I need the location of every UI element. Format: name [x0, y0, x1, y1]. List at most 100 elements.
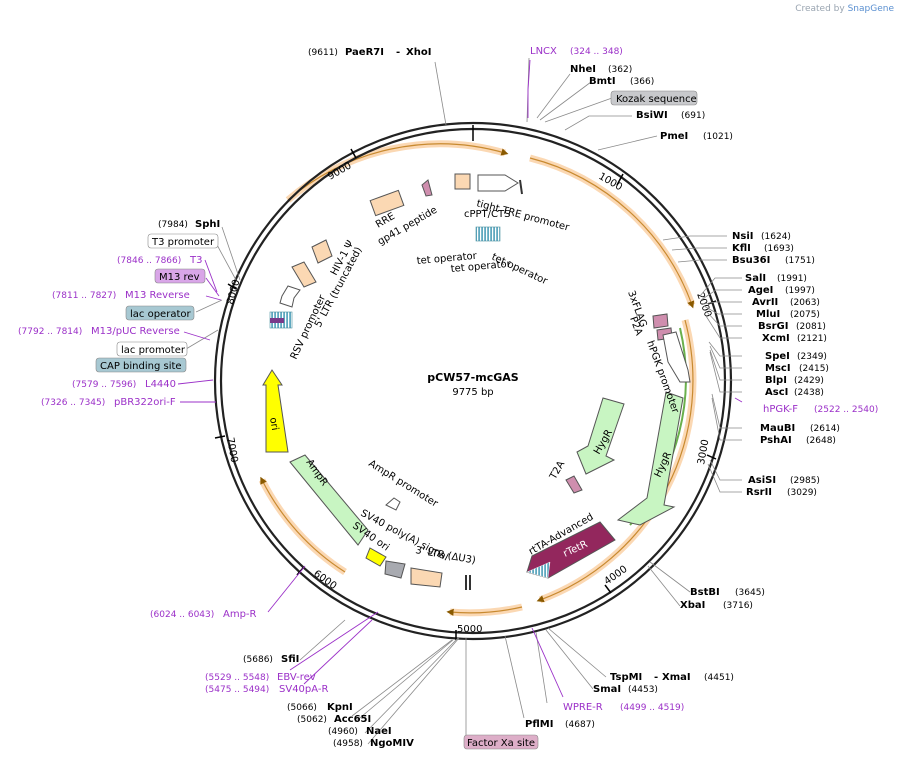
svg-text:(2349): (2349) [797, 352, 827, 362]
cppt-shape [454, 173, 471, 190]
tet-operator-shape [475, 226, 501, 242]
svg-text:hPGK-F: hPGK-F [763, 404, 798, 415]
svg-text:MluI: MluI [756, 309, 780, 320]
svg-text:TspMI: TspMI [610, 672, 642, 683]
svg-text:KflI: KflI [732, 243, 751, 254]
gp41-shape [421, 179, 433, 197]
svg-text:BsiWI: BsiWI [636, 110, 668, 121]
svg-text:(1751): (1751) [785, 256, 815, 266]
svg-text:AsiSI: AsiSI [748, 475, 776, 486]
svg-text:(4451): (4451) [704, 673, 734, 683]
svg-text:8000: 8000 [225, 278, 242, 305]
svg-text:(2075): (2075) [790, 310, 820, 320]
svg-text:NaeI: NaeI [366, 726, 392, 737]
svg-text:BmtI: BmtI [589, 76, 616, 87]
rsv-promoter-shape [279, 285, 301, 308]
svg-text:(2614): (2614) [810, 424, 840, 434]
svg-text:(5686): (5686) [243, 655, 273, 665]
svg-text:(2415): (2415) [799, 364, 829, 374]
svg-text:(3029): (3029) [787, 488, 817, 498]
svg-text:7000: 7000 [224, 437, 239, 464]
rre-shape [369, 189, 405, 217]
svg-text:CAP binding site: CAP binding site [100, 361, 182, 372]
svg-text:(7579 .. 7596): (7579 .. 7596) [72, 380, 136, 390]
svg-text:(2985): (2985) [790, 476, 820, 486]
svg-text:(7846 .. 7866): (7846 .. 7866) [117, 256, 181, 266]
svg-text:BsrGI: BsrGI [758, 321, 788, 332]
t2a-shape [565, 475, 583, 494]
svg-text:(362): (362) [608, 65, 632, 75]
svg-text:(5529 .. 5548): (5529 .. 5548) [205, 673, 269, 683]
svg-text:KpnI: KpnI [327, 702, 353, 713]
svg-text:M13 rev: M13 rev [159, 272, 200, 283]
hiv-psi-shape [311, 239, 333, 264]
svg-text:AgeI: AgeI [748, 285, 773, 296]
plasmid-length: 9775 bp [452, 387, 493, 398]
svg-text:SphI: SphI [195, 219, 220, 230]
svg-text:(4687): (4687) [565, 720, 595, 730]
svg-text:(2063): (2063) [790, 298, 820, 308]
svg-text:(5062): (5062) [297, 715, 327, 725]
snapgene-brand: Created by SnapGene [795, 4, 894, 14]
tight-tre-promoter-shape [477, 174, 519, 192]
svg-text:RsrII: RsrII [746, 487, 772, 498]
svg-text:4000: 4000 [602, 564, 629, 588]
svg-text:-: - [654, 672, 658, 683]
svg-text:XhoI: XhoI [406, 47, 431, 58]
svg-text:Acc65I: Acc65I [334, 714, 371, 725]
svg-text:SpeI: SpeI [765, 351, 790, 362]
svg-text:PmeI: PmeI [660, 131, 688, 142]
svg-text:(2121): (2121) [797, 334, 827, 344]
svg-text:(3645): (3645) [735, 588, 765, 598]
svg-text:MscI: MscI [765, 363, 791, 374]
ampr-shape [289, 454, 369, 546]
svg-text:cPPT/CTS: cPPT/CTS [464, 209, 510, 220]
svg-text:(2429): (2429) [794, 376, 824, 386]
svg-text:(7326 .. 7345): (7326 .. 7345) [41, 398, 105, 408]
svg-text:PshAI: PshAI [760, 435, 792, 446]
svg-text:BlpI: BlpI [765, 375, 787, 386]
svg-text:M13 Reverse: M13 Reverse [125, 290, 190, 301]
svg-text:(2081): (2081) [796, 322, 826, 332]
svg-text:(4453): (4453) [628, 685, 658, 695]
svg-text:(1997): (1997) [785, 286, 815, 296]
leader-lines [185, 57, 742, 745]
svg-text:(4960): (4960) [328, 727, 358, 737]
svg-text:tet operator: tet operator [450, 259, 512, 275]
svg-text:tet operator: tet operator [416, 251, 478, 267]
hygr-outer-shape [616, 391, 684, 526]
svg-text:NgoMIV: NgoMIV [370, 738, 414, 749]
svg-text:XmaI: XmaI [662, 672, 691, 683]
right-sites: NheI(362) BmtI(366) Kozak sequence BsiWI… [570, 64, 878, 611]
svg-text:(7792 .. 7814): (7792 .. 7814) [18, 327, 82, 337]
svg-text:LNCX: LNCX [530, 46, 557, 57]
sv40-polya-shape [384, 560, 406, 579]
tick-marks [214, 125, 717, 640]
svg-text:M13/pUC Reverse: M13/pUC Reverse [91, 326, 180, 337]
svg-text:Kozak sequence: Kozak sequence [616, 94, 697, 105]
svg-text:(2522 .. 2540): (2522 .. 2540) [814, 405, 878, 415]
svg-text:(7811 .. 7827): (7811 .. 7827) [52, 291, 116, 301]
ltr5-shape [291, 261, 317, 288]
svg-text:SfiI: SfiI [281, 654, 299, 665]
hpgk-promoter-shape [662, 331, 691, 383]
purple-leaders [177, 59, 743, 698]
svg-text:SmaI: SmaI [593, 684, 621, 695]
svg-text:(4958): (4958) [333, 739, 363, 749]
svg-text:(324 .. 348): (324 .. 348) [570, 47, 623, 57]
svg-text:(3716): (3716) [723, 601, 753, 611]
flag-shape [652, 313, 669, 329]
svg-text:lac operator: lac operator [130, 309, 191, 320]
svg-text:(7984): (7984) [158, 220, 188, 230]
bottom-right-sites: TspMI - XmaI (4451) SmaI (4453) WPRE-R (… [463, 672, 734, 750]
svg-text:Factor Xa site: Factor Xa site [467, 738, 535, 749]
ampr-promoter-shape [385, 497, 401, 511]
svg-text:PaeR7I: PaeR7I [345, 47, 384, 58]
svg-text:AvrII: AvrII [752, 297, 778, 308]
svg-text:XbaI: XbaI [680, 600, 705, 611]
svg-text:(366): (366) [630, 77, 654, 87]
svg-text:L4440: L4440 [145, 379, 176, 390]
svg-text:Amp-R: Amp-R [223, 609, 257, 620]
svg-text:(9611): (9611) [308, 48, 338, 58]
